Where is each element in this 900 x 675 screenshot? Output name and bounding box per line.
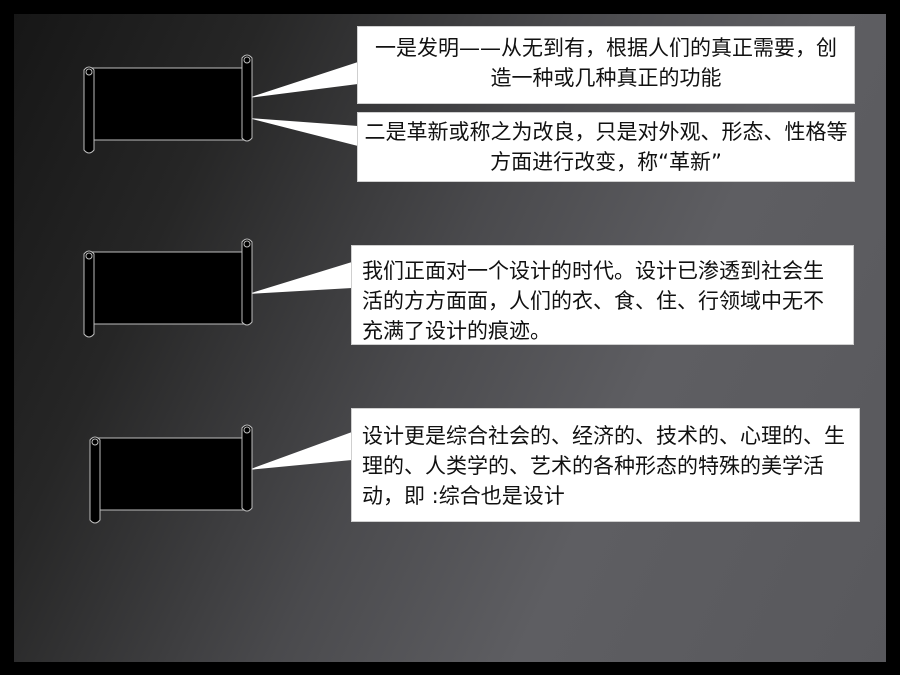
connector-3 <box>248 262 352 294</box>
slide-border-right <box>886 0 900 675</box>
connector-2 <box>248 118 358 146</box>
slide-border-left <box>0 0 14 675</box>
callout-invention: 一是发明——从无到有，根据人们的真正需要，创造一种或几种真正的功能 <box>357 26 855 104</box>
scroll-banner-icon <box>83 54 253 154</box>
connector-1 <box>248 62 358 98</box>
scroll-banner-icon <box>83 238 253 338</box>
slide-border-bottom <box>0 662 900 675</box>
connector-4 <box>248 432 352 470</box>
callout-design-synthesis: 设计更是综合社会的、经济的、技术的、心理的、生理的、人类学的、艺术的各种形态的特… <box>351 408 860 522</box>
scroll-banner-icon <box>89 424 253 524</box>
slide-border-top <box>0 0 900 14</box>
callout-innovation: 二是革新或称之为改良，只是对外观、形态、性格等方面进行改变，称“革新” <box>357 112 855 182</box>
callout-design-era: 我们正面对一个设计的时代。设计已渗透到社会生活的方方面面，人们的衣、食、住、行领… <box>351 245 854 345</box>
